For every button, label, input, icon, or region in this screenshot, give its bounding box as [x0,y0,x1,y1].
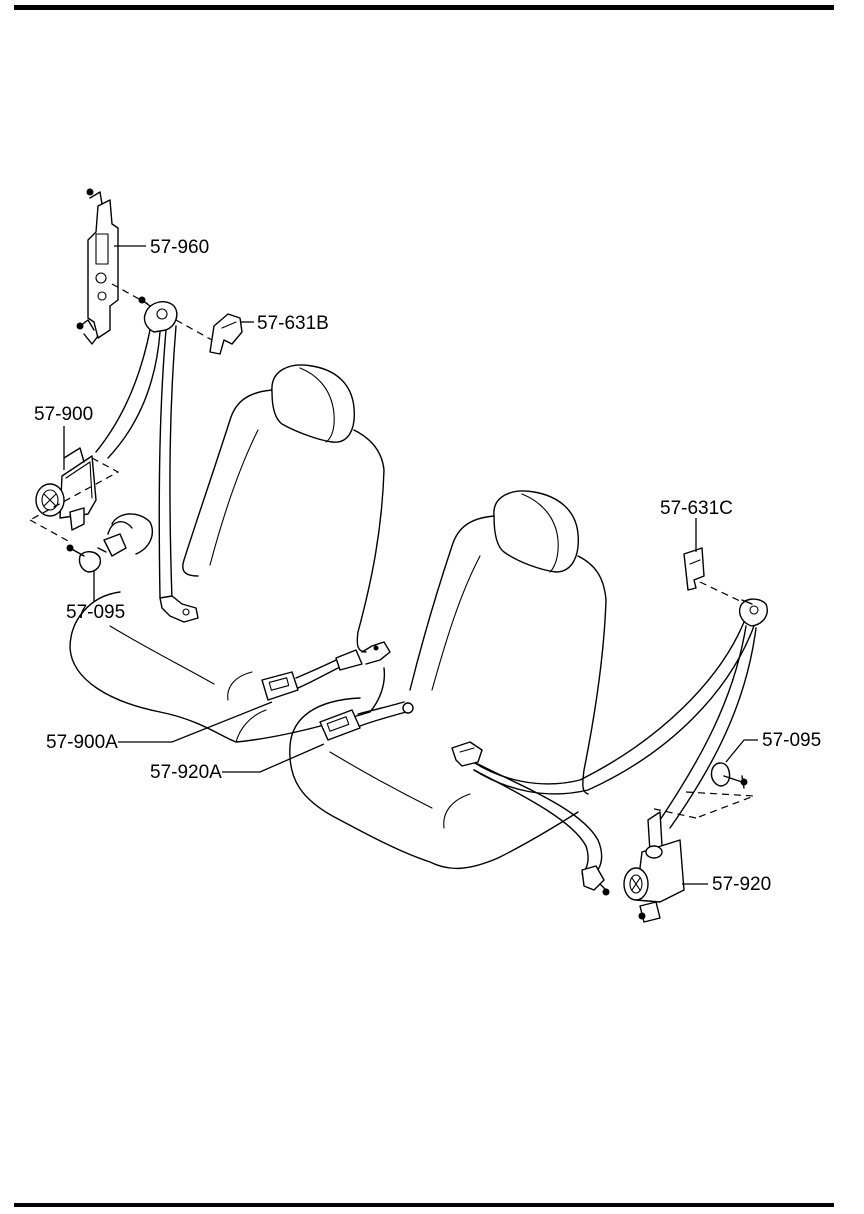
label-57-095-left: 57-095 [66,602,125,623]
buckle-left [261,641,391,701]
bolt-left [66,544,107,573]
right-seat [289,490,607,870]
bottom-border-rule [14,1203,834,1207]
part-labels: 57-960 57-631B 57-900 57-095 57-900A 57-… [34,237,821,895]
top-border-rule [14,5,834,10]
upper-anchor-left [138,296,178,333]
cover-left [209,313,243,355]
label-57-095-right: 57-095 [762,730,821,751]
upper-anchor-right [738,598,768,627]
left-seat [69,364,386,743]
label-57-920a: 57-920A [150,762,222,783]
label-57-631b: 57-631B [257,313,329,334]
adjuster-plate [76,188,119,345]
bolt-right [710,762,748,789]
label-57-631c: 57-631C [660,498,733,519]
label-57-920: 57-920 [712,874,771,895]
label-57-960: 57-960 [150,237,209,258]
buckle-right [319,701,414,741]
leader-lines [63,245,758,885]
right-belt-assembly [319,547,768,923]
cover-right [683,547,705,591]
label-57-900: 57-900 [34,404,93,425]
left-belt-assembly [29,188,391,701]
retractor-left [35,447,97,531]
label-57-900a: 57-900A [46,732,118,753]
retractor-right [623,811,685,923]
